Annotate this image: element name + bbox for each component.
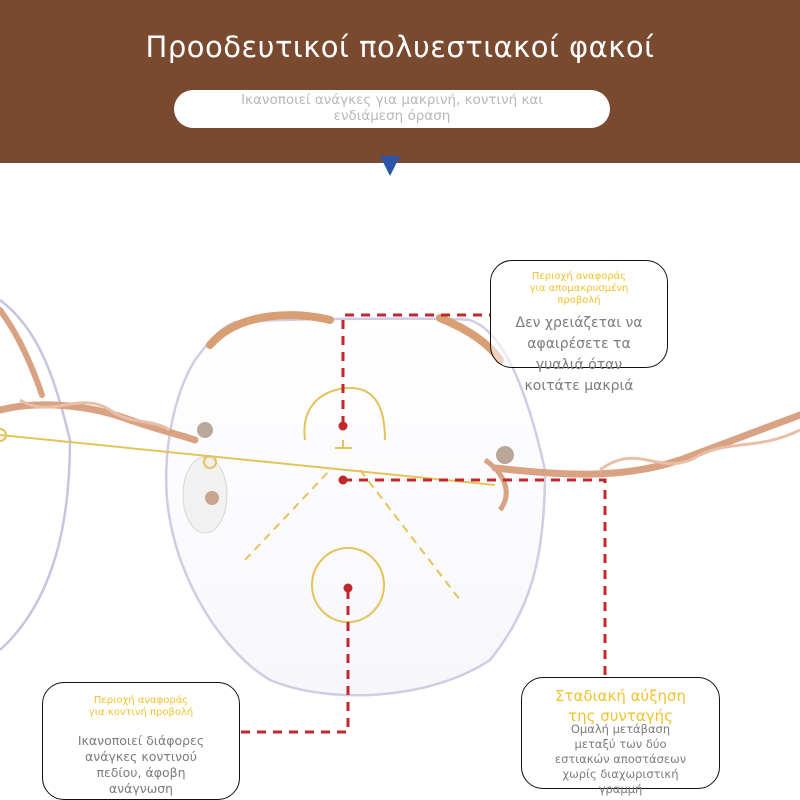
near-body-line-1: Ικανοποιεί διάφορες [77, 733, 205, 748]
left-lens-edge [0, 299, 72, 651]
far-guide-line [341, 313, 490, 425]
callout-near-heading: Περιοχή αναφοράς για κοντινή προβολή [43, 695, 239, 719]
near-heading-line-1: Περιοχή αναφοράς [93, 695, 189, 706]
near-heading-line-2: για κοντινή προβολή [88, 707, 194, 718]
far-body-line-4: κοιτάτε μακριά [524, 378, 634, 394]
left-zone-dot-2 [0, 428, 7, 442]
near-body-line-4: ανάγνωση [108, 781, 174, 796]
near-point-dot [343, 583, 353, 593]
gradual-body-line-3: εστιακών αποστάσεων [554, 752, 687, 766]
near-guide-line [240, 590, 350, 734]
temple-arm [491, 411, 800, 478]
callout-gradual-increase: Σταδιακή αύξηση της συνταγής Ομαλή μετάβ… [521, 677, 720, 796]
nose-pad-screw [197, 422, 213, 438]
far-heading-line-3: προβολή [557, 295, 601, 306]
header-banner: Προοδευτικοί πολυεστιακοί φακοί Ικανοποι… [0, 0, 800, 163]
subtitle-pill: Ικανοποιεί ανάγκες για μακρινή, κοντινή … [174, 90, 610, 128]
gradual-heading-line-1: Σταδιακή αύξηση [554, 687, 687, 705]
gradual-heading-line-2: της συνταγής [568, 707, 673, 725]
glasses-illustration [0, 299, 800, 734]
near-body-line-2: ανάγκες κοντινού [85, 749, 197, 764]
callout-near-body: Ικανοποιεί διάφορες ανάγκες κοντινού πεδ… [43, 733, 239, 797]
nose-pad [182, 456, 228, 534]
gradual-body-line-5: γραμμή [598, 782, 643, 796]
left-frame-arc [0, 307, 45, 398]
callout-far-heading: Περιοχή αναφοράς για απομακρυσμένη προβο… [491, 271, 667, 307]
far-body-line-3: γυαλιά όταν [535, 357, 623, 373]
page-title: Προοδευτικοί πολυεστιακοί φακοί [145, 30, 655, 64]
far-point-dot [338, 421, 348, 431]
gradual-body-line-2: μεταξύ των δύο [574, 737, 667, 751]
near-body-line-3: πεδίου, άφοβη [96, 765, 186, 780]
subtitle-line-1: Ικανοποιεί ανάγκες για μακρινή, κοντινή … [241, 92, 543, 108]
far-heading-line-1: Περιοχή αναφοράς [531, 271, 627, 282]
callout-gradual-body: Ομαλή μετάβαση μεταξύ των δύο εστιακών α… [522, 722, 719, 797]
left-diag-dash [244, 469, 331, 561]
center-point-dot [338, 475, 348, 485]
top-glitter-arc [206, 311, 334, 349]
callout-far-vision: Περιοχή αναφοράς για απομακρυσμένη προβο… [490, 260, 668, 394]
left-zone-dot [203, 455, 217, 469]
center-guide-line [343, 478, 607, 680]
callout-far-body: Δεν χρειάζεται να αφαιρέσετε τα γυαλιά ό… [491, 313, 667, 397]
far-heading-line-2: για απομακρυσμένη [529, 283, 629, 294]
bridge-twist [19, 398, 171, 432]
down-arrow-icon [380, 156, 400, 176]
far-body-line-1: Δεν χρειάζεται να [515, 315, 643, 331]
gradual-body-line-1: Ομαλή μετάβαση [570, 722, 671, 736]
far-body-line-2: αφαιρέσετε τα [527, 336, 631, 352]
temple-twist [599, 428, 800, 472]
callout-gradual-heading: Σταδιακή αύξηση της συνταγής [522, 686, 719, 726]
far-zone-arc [303, 386, 386, 441]
gradual-body-line-4: χωρίς διαχωριστική [562, 767, 679, 781]
nose-pad-screw-2 [205, 491, 219, 505]
right-lens [164, 317, 547, 697]
subtitle-line-2: ενδιάμεση όραση [333, 108, 451, 124]
horizontal-zone-line [0, 434, 496, 486]
bridge-metal [0, 401, 199, 444]
callout-near-vision: Περιοχή αναφοράς για κοντινή προβολή Ικα… [42, 682, 240, 800]
hinge-screw [496, 446, 514, 464]
